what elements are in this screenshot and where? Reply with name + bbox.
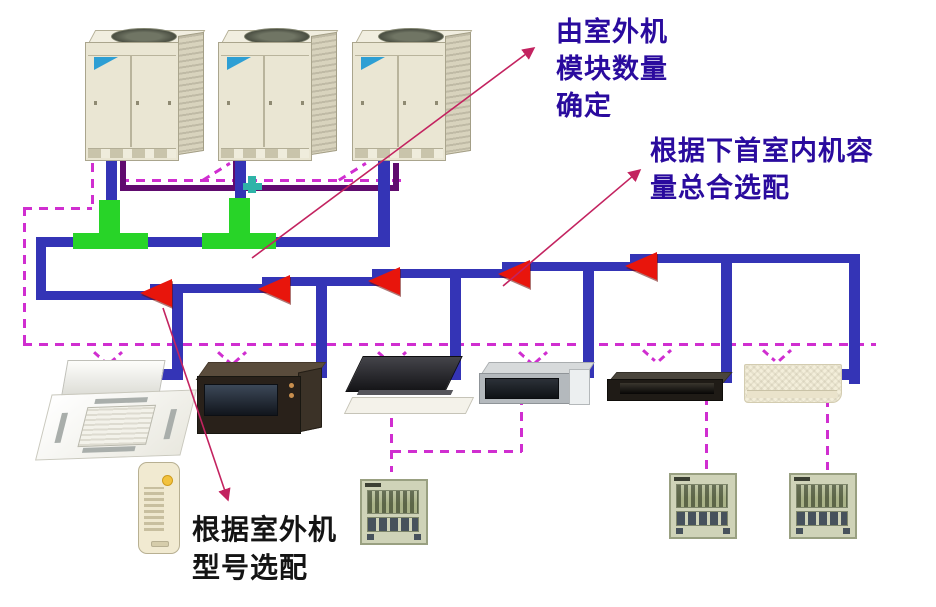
brand-logo-icon [365,483,381,487]
outdoor-branch-joint [202,233,276,249]
refrigerant-main-pipe [150,284,290,293]
control-wiring-segment [91,163,94,209]
indoor-unit-cassette-panel [35,389,197,461]
control-wiring-segment [705,396,708,470]
duct-inlet-grille [485,378,559,399]
flow-arrow [258,275,290,303]
flow-arrow [140,279,172,307]
duct-inlet-grille [620,383,714,394]
control-wiring-segment [23,343,876,346]
refrigerant-main-pipe [36,291,158,300]
wall-unit-flap [747,390,837,398]
refrigerant-pipe-segment [378,160,390,247]
outdoor-branch-joint [99,200,120,237]
indoor-unit-slim-cassette-panel [343,397,475,414]
refrigerant-main-pipe [372,269,512,278]
callout-outdoor-modules: 由室外机 模块数量 确定 [556,14,668,125]
indoor-unit-duct-slim [607,379,723,401]
outdoor-unit-3 [352,28,473,161]
callout-line: 由室外机 [556,17,668,47]
indoor-branch-pipe [316,281,327,378]
callout-line: 根据下首室内机容 [650,136,874,166]
refrigerant-main-pipe [630,254,860,263]
outdoor-connection-pipe-segment [120,161,126,189]
wired-remote-controller-3 [789,473,857,539]
callout-line: 根据室外机 [192,515,338,546]
wired-remote-controller-1 [360,479,428,545]
duct-inlet-grille [204,384,278,416]
outdoor-unit-2 [218,28,339,161]
remote-button-pad [144,487,164,531]
callout-main-pipe: 根据下首室内机容 量总合选配 [650,133,874,207]
cassette-grille [77,404,157,448]
outdoor-branch-joint [229,198,250,237]
indoor-branch-pipe [721,258,732,383]
controller-buttons [676,511,728,526]
controller-buttons [367,517,419,532]
outdoor-unit-1 [85,28,206,161]
indoor-unit-duct-dark [197,376,301,434]
refrigerant-pipe-segment [36,237,46,299]
wireless-remote-controller [138,462,180,554]
control-wiring-segment [120,179,406,182]
indoor-branch-pipe [172,288,183,380]
brand-logo-icon [227,57,251,70]
callout-line: 确定 [556,91,612,121]
indoor-branch-pipe [849,254,860,384]
callout-line: 型号选配 [192,553,309,584]
control-wiring-segment [520,396,523,452]
wiring-branch-mark [641,346,673,364]
outdoor-branch-joint [73,233,148,249]
callout-branch-pipe: 根据室外机 型号选配 [192,512,337,588]
wiring-branch-mark [761,346,793,364]
brand-logo-icon [94,57,118,70]
control-wiring-segment [390,402,393,472]
outdoor-unit-front [85,42,179,161]
indoor-unit-duct-silver [479,373,579,404]
callout-line: 量总合选配 [650,173,790,203]
flow-arrow [625,252,657,280]
callout-line: 模块数量 [556,54,668,84]
outdoor-unit-side [178,31,204,155]
refrigerant-pipe-segment [235,160,246,200]
indoor-branch-pipe [583,266,594,378]
pipe-joint-small [243,183,262,190]
wired-remote-controller-2 [669,473,737,539]
indoor-unit-duct-silver-cap [569,369,590,405]
flow-arrow [498,260,530,288]
brand-logo-icon [361,57,385,70]
indoor-unit-duct-dark-side [298,367,322,433]
remote-power-button [162,475,173,486]
indoor-unit-wall-mounted [744,364,842,403]
controller-lcd [676,484,728,508]
indoor-branch-pipe [828,369,858,380]
controller-lcd [367,490,419,514]
control-wiring-segment [23,207,92,210]
control-wiring-segment [826,398,829,470]
indoor-branch-pipe [450,273,461,380]
control-wiring-segment [23,207,26,345]
control-wiring-segment [392,450,522,453]
refrigerant-pipe-segment [106,160,117,202]
controller-buttons [796,511,848,526]
flow-arrow [368,267,400,295]
controller-lcd [796,484,848,508]
indoor-unit-slim-cassette [345,356,463,392]
